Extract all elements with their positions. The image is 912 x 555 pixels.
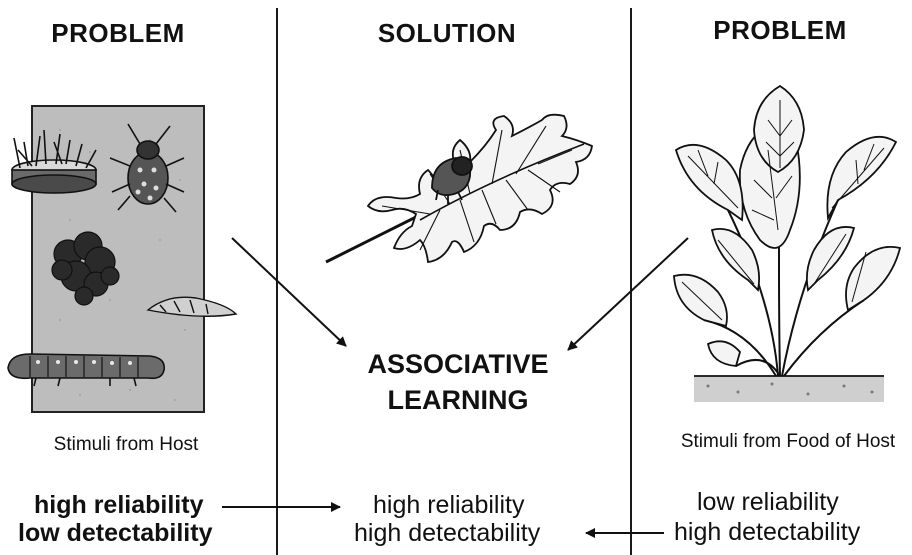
right-caption: Stimuli from Food of Host [664,431,912,453]
left-line2: low detectability [18,519,212,547]
associative-learning-label: ASSOCIATIVE LEARNING [338,346,578,418]
middle-line2: high detectability [354,519,540,547]
right-line1: low reliability [697,488,839,516]
center-label-line1: ASSOCIATIVE [338,346,578,382]
left-line1: high reliability [34,491,203,519]
arrow-food-to-learning [568,238,688,350]
middle-line1: high reliability [373,491,524,519]
left-caption: Stimuli from Host [36,434,216,456]
arrow-host-to-learning [232,238,346,346]
center-label-line2: LEARNING [338,382,578,418]
right-line2: high detectability [674,518,860,546]
